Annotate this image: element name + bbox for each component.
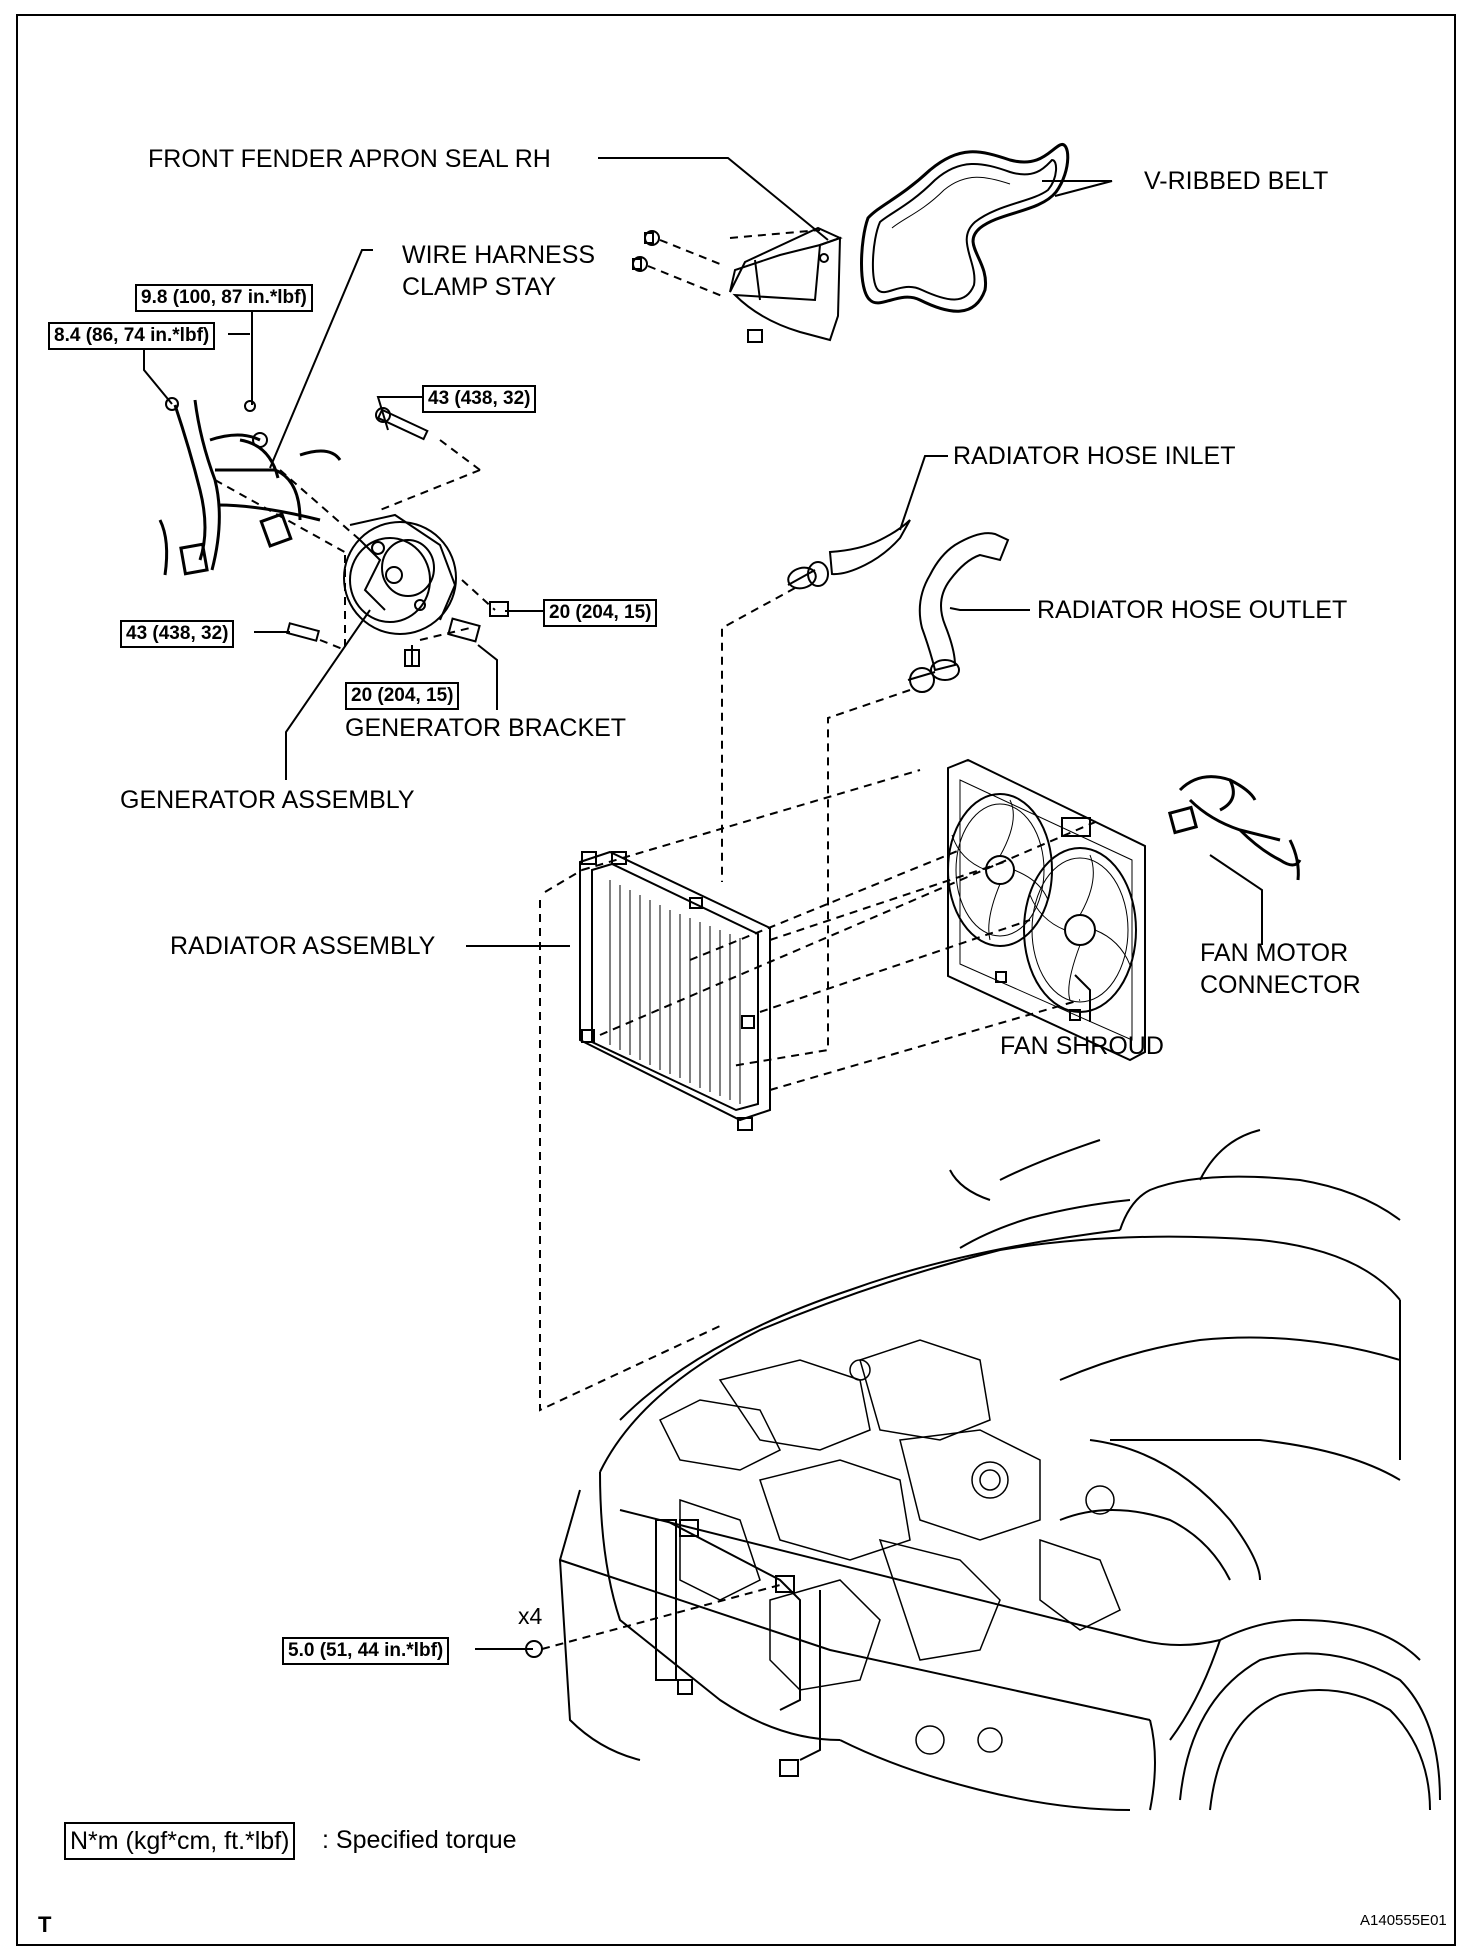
torque-callout: 8.4 (86, 74 in.*lbf) — [48, 322, 216, 350]
radiator-hose-outlet — [907, 532, 1010, 693]
torque-callout: 20 (204, 15) — [543, 599, 658, 627]
generator-fasteners — [165, 397, 509, 667]
torque-callout: 43 (438, 32) — [120, 620, 235, 648]
apron-seal-part — [729, 226, 843, 343]
engine-bay — [658, 1339, 1121, 1755]
figure-id: A140555E01 — [1360, 1912, 1447, 1929]
torque-callout: 43 (438, 32) — [422, 385, 537, 413]
label-front-fender-apron-seal: FRONT FENDER APRON SEAL RH — [148, 145, 551, 173]
label-v-ribbed-belt: V-RIBBED BELT — [1144, 167, 1329, 195]
fan-motor-connector-wiring — [1167, 775, 1302, 881]
label-generator-bracket: GENERATOR BRACKET — [345, 714, 627, 742]
torque-callout: 20 (204, 15) — [345, 682, 460, 710]
fan-shroud — [947, 758, 1146, 1062]
torque-legend-unit: N*m (kgf*cm, ft.*lbf) — [64, 1822, 296, 1860]
label-clamp-stay: CLAMP STAY — [402, 273, 557, 301]
generator-dashed-lines — [214, 439, 496, 651]
footer-mark: T — [38, 1912, 52, 1937]
diagram-frame — [16, 14, 1456, 1946]
label-radiator-hose-outlet: RADIATOR HOSE OUTLET — [1037, 596, 1348, 624]
wire-harness — [158, 399, 342, 576]
front-radiator-support — [525, 1519, 821, 1777]
radiator-assembly — [579, 850, 771, 1131]
label-radiator-assembly: RADIATOR ASSEMBLY — [170, 932, 436, 960]
v-ribbed-belt — [860, 143, 1070, 313]
label-radiator-hose-inlet: RADIATOR HOSE INLET — [953, 442, 1236, 470]
vehicle-front — [558, 1129, 1441, 1811]
label-wire-harness: WIRE HARNESS — [402, 241, 596, 269]
label-quantity: x4 — [518, 1603, 543, 1629]
label-fan-shroud: FAN SHROUD — [1000, 1032, 1164, 1060]
torque-legend-description: : Specified torque — [322, 1826, 517, 1854]
torque-callout: 9.8 (100, 87 in.*lbf) — [135, 284, 313, 312]
label-connector: CONNECTOR — [1200, 971, 1361, 999]
radiator-dashed-lines — [539, 769, 1101, 1412]
torque-callout: 5.0 (51, 44 in.*lbf) — [282, 1637, 450, 1665]
generator-body — [343, 513, 457, 635]
label-generator-assembly: GENERATOR ASSEMBLY — [120, 786, 415, 814]
radiator-hose-inlet — [787, 519, 911, 590]
apron-seal-fasteners — [632, 229, 821, 297]
label-fan-motor: FAN MOTOR — [1200, 939, 1349, 967]
hose-dashed-lines — [721, 587, 911, 1067]
